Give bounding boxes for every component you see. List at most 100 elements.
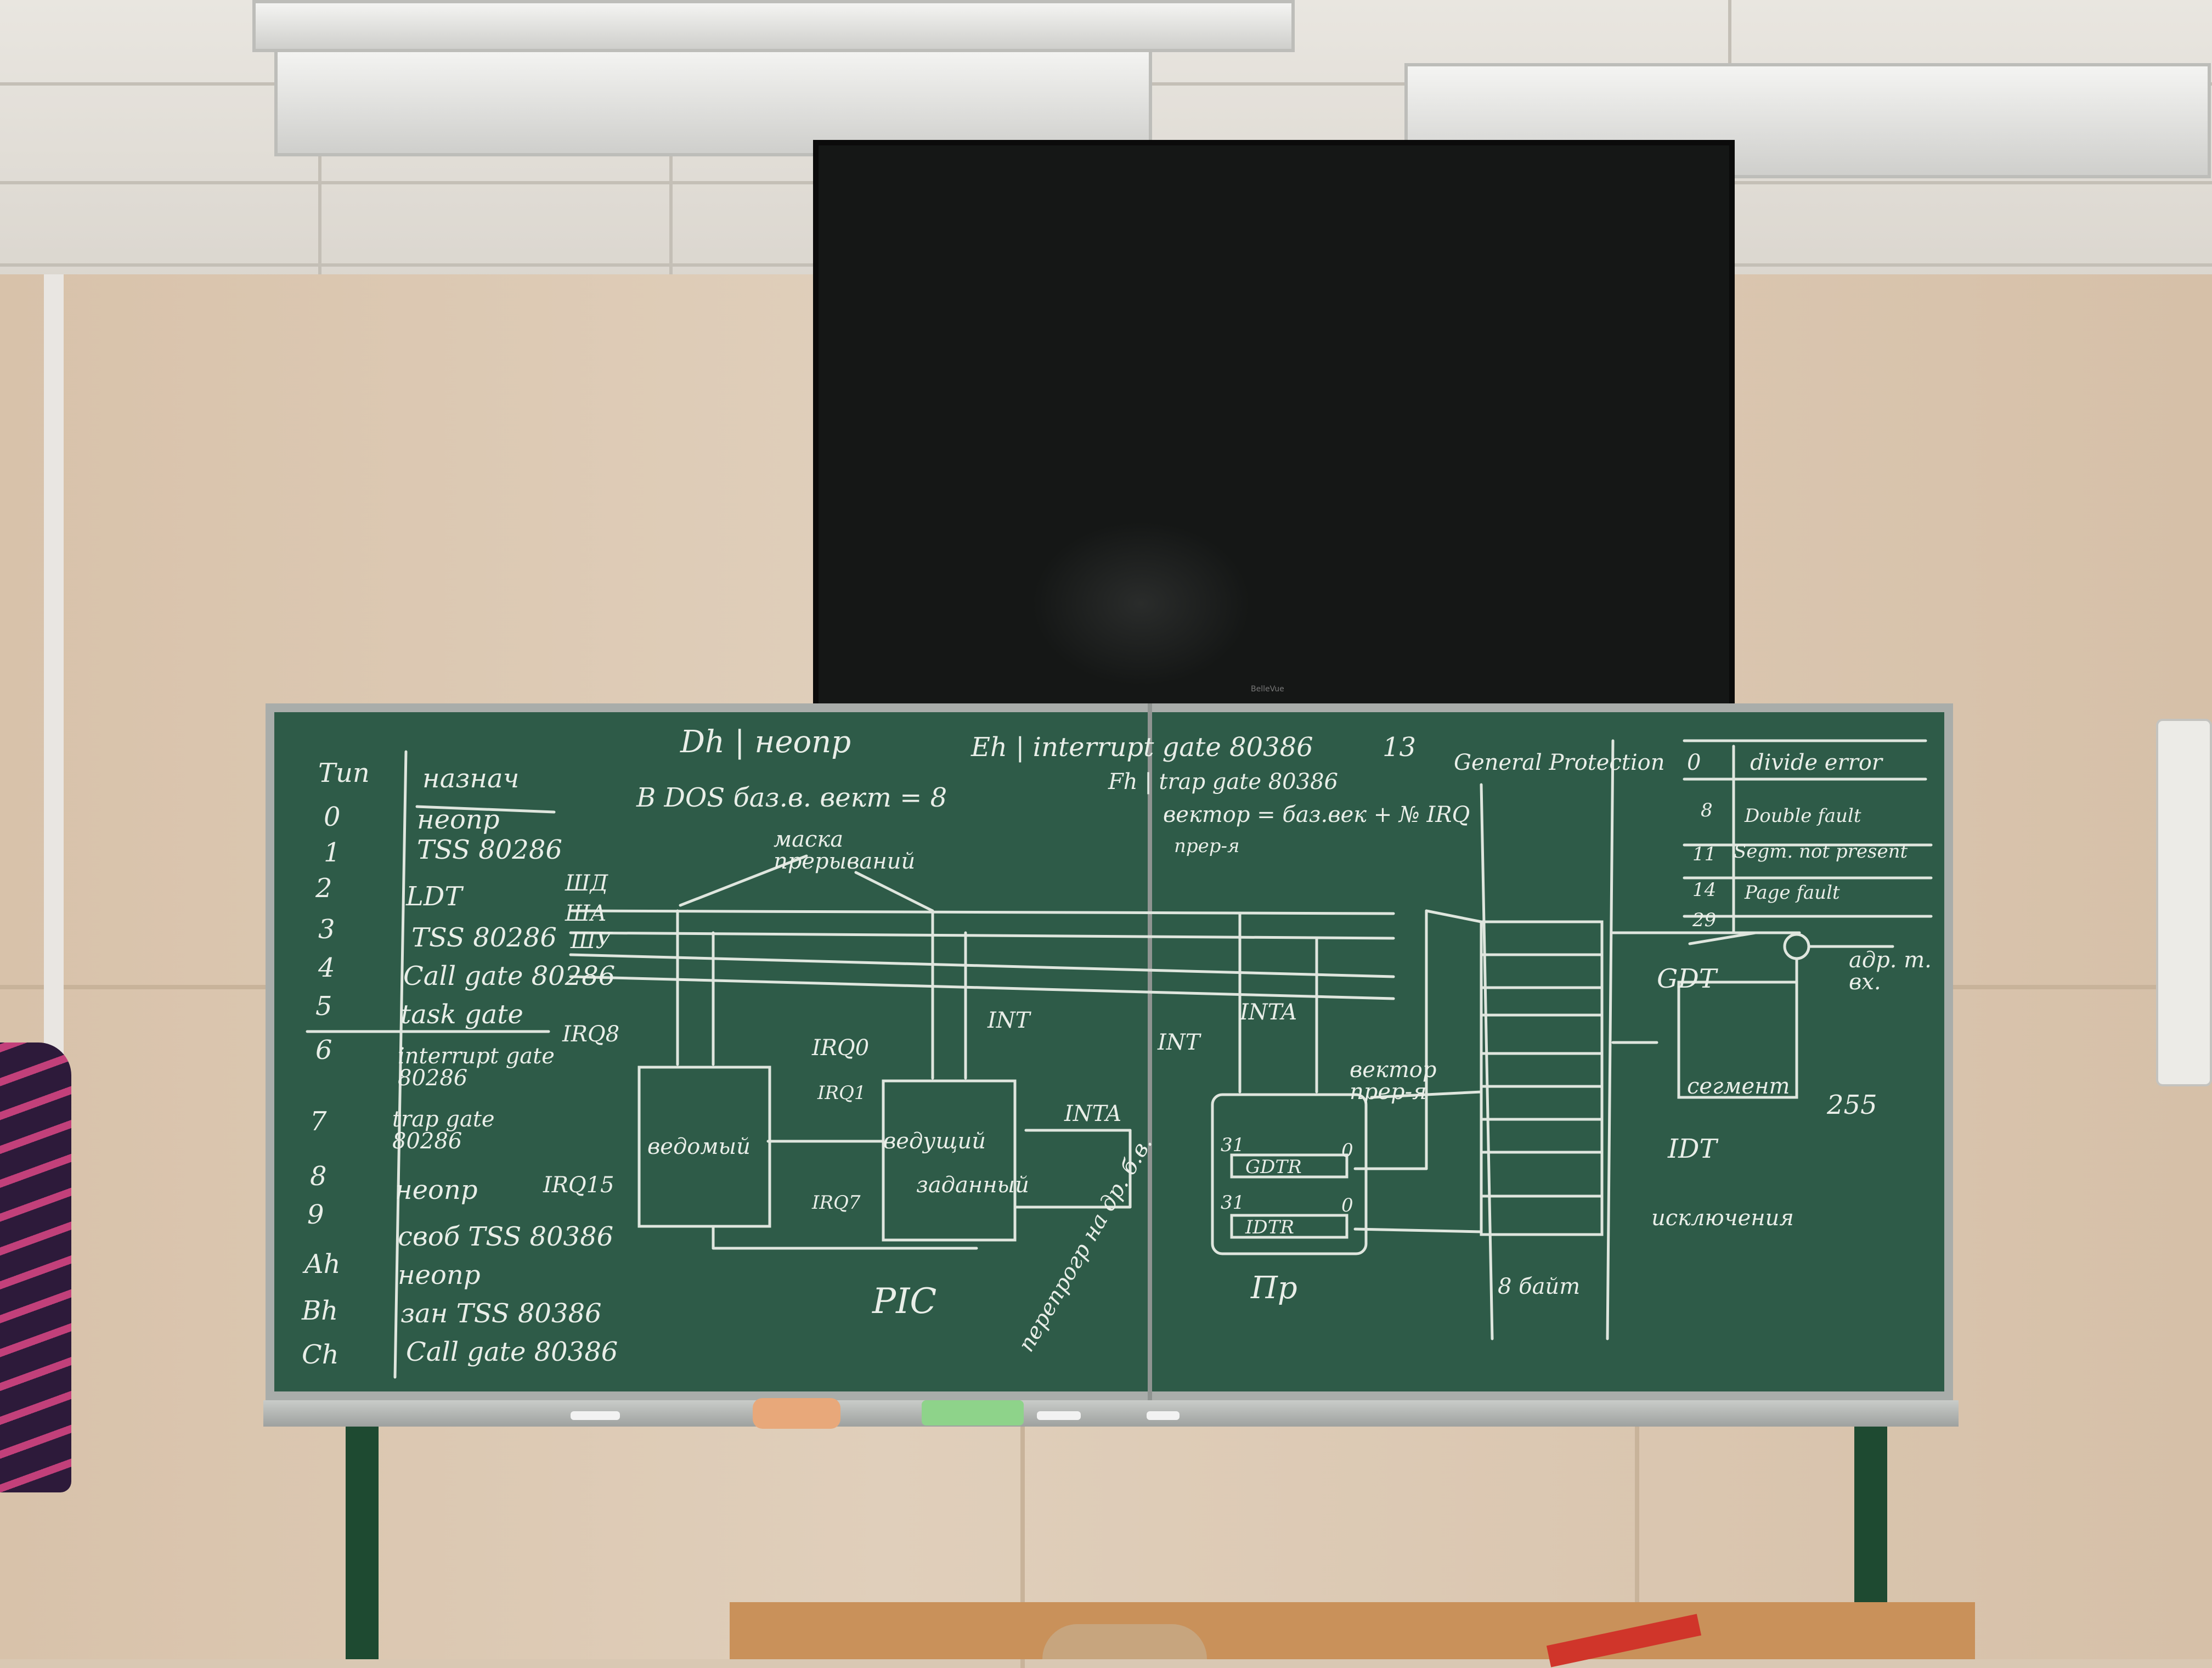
cpu-inta-label: INTA (1240, 1000, 1297, 1025)
gp-note: General Protection (1454, 750, 1665, 775)
vector-arrow-label: вектор прер-я (1350, 1057, 1437, 1105)
row-type: Bh (302, 1295, 338, 1326)
board-seam (1148, 703, 1152, 1400)
row-type: 0 (324, 802, 341, 832)
row-type: 9 (307, 1199, 324, 1230)
row-type: 6 (315, 1035, 332, 1066)
bus-line (569, 909, 1395, 915)
chalk-piece (1037, 1411, 1081, 1420)
bytes-label: 8 байт (1498, 1274, 1581, 1299)
ceiling-lamp (252, 0, 1295, 52)
gdtr-label: GDTR (1245, 1156, 1302, 1178)
gdtr-arrow (1425, 909, 1483, 923)
bus-control-label: ШУ (571, 928, 612, 954)
exc-name: Page fault (1745, 882, 1840, 904)
master-pic-label: ведущий (883, 1129, 986, 1154)
irq15-label: IRQ15 (543, 1173, 614, 1198)
row-name: Call gate 80386 (406, 1337, 618, 1367)
bus-address-label: ША (565, 901, 607, 926)
ceiling-seam (318, 0, 321, 340)
vector-formula-sub: прер-я (1174, 835, 1240, 857)
mask-arrow (854, 871, 934, 912)
exc-name: Segm. not present (1734, 841, 1908, 863)
row-type: 4 (318, 953, 335, 983)
table-divider (393, 750, 408, 1379)
row-name: своб TSS 80386 (398, 1221, 614, 1252)
master-pic-box (882, 1079, 1017, 1242)
row-name: interrupt gate 80286 (398, 1044, 555, 1091)
wall-device (2156, 719, 2212, 1086)
pic-label: PIC (872, 1281, 937, 1322)
chalk-piece (1147, 1411, 1180, 1420)
gdt-label: GDT (1657, 963, 1717, 994)
gdtr-register (1230, 1153, 1348, 1179)
idt-label: IDT (1668, 1134, 1717, 1164)
segment-label: сегмент (1687, 1074, 1790, 1099)
irq7-label: IRQ7 (812, 1192, 861, 1214)
row-name: зан TSS 80386 (400, 1298, 602, 1329)
thirteen-note: 13 (1383, 732, 1417, 763)
irq0-label: IRQ0 (812, 1035, 870, 1061)
row-name: trap gate 80286 (392, 1107, 495, 1154)
row-type: Ch (302, 1339, 339, 1370)
exceptions-label: исключения (1651, 1205, 1794, 1231)
bus-data-label: ШД (565, 871, 608, 896)
bit-0-label: 0 (1341, 1194, 1353, 1216)
table-header-name: назнач (422, 763, 520, 794)
row-type: Ah (304, 1249, 341, 1280)
cpu-box (1211, 1093, 1368, 1255)
dos-note: В DOS баз.в. вект = 8 (636, 782, 947, 813)
board-ledge (263, 1400, 1959, 1427)
table-header-type: Тип (318, 758, 370, 788)
cpu-int-label: INT (1158, 1030, 1200, 1055)
cpu-label: Пр (1251, 1270, 1297, 1306)
segment-box (1677, 980, 1798, 1099)
desk (730, 1602, 1975, 1659)
bus-line (569, 975, 1395, 1000)
row-name: TSS 80286 (417, 835, 562, 865)
mask-arrow (679, 854, 808, 907)
dh-note: Dh | неопр (680, 724, 851, 760)
bus-line (569, 953, 1395, 978)
row-name: Call gate 80286 (403, 961, 616, 991)
tv-reflection (1031, 521, 1251, 686)
tv-brand: BelleVue (1251, 685, 1284, 694)
master-pic-sublabel: заданный (916, 1173, 1029, 1198)
row-type: 3 (318, 914, 335, 945)
board-stand-leg (346, 1427, 379, 1659)
slave-pic-label: ведомый (647, 1134, 751, 1159)
eh-note: Eh | interrupt gate 80386 (971, 732, 1313, 763)
irq8-label: IRQ8 (562, 1022, 620, 1047)
exc-table-line (1688, 931, 1757, 945)
irq1-label: IRQ1 (817, 1082, 866, 1104)
exc-num: 0 (1687, 750, 1701, 775)
chalkboard (266, 703, 1953, 1400)
vector-arrow (1370, 1090, 1483, 1099)
row-name: неопр (417, 804, 500, 835)
cloth-rag (753, 1398, 840, 1429)
pic-inta-label: INTA (1064, 1101, 1122, 1126)
chalk-piece (571, 1411, 620, 1420)
memory-column (1480, 783, 1494, 1340)
row-name: TSS 80286 (411, 922, 557, 953)
descriptor-table (1480, 920, 1604, 1236)
row-type: 8 (310, 1161, 327, 1192)
exc-num: 14 (1692, 879, 1717, 901)
slave-pic-box (637, 1066, 771, 1228)
fh-note: Fh | trap gate 80386 (1108, 769, 1338, 794)
row-name: неопр (395, 1175, 478, 1205)
table-divider (415, 805, 556, 814)
row-type: 7 (310, 1106, 327, 1137)
exc-num: 29 (1692, 909, 1717, 931)
sponge (922, 1400, 1024, 1425)
entry-address-label: адр. т. вх. (1849, 948, 1932, 995)
idtr-register (1230, 1214, 1348, 1239)
exc-num: 8 (1701, 799, 1713, 821)
bus-line (569, 931, 1395, 940)
mask-label: маска прерываний (774, 827, 916, 874)
row-type: 2 (315, 873, 332, 904)
ceiling-seam (669, 0, 673, 340)
bit-31-label: 31 (1221, 1192, 1245, 1214)
max-vector-label: 255 (1827, 1090, 1877, 1120)
